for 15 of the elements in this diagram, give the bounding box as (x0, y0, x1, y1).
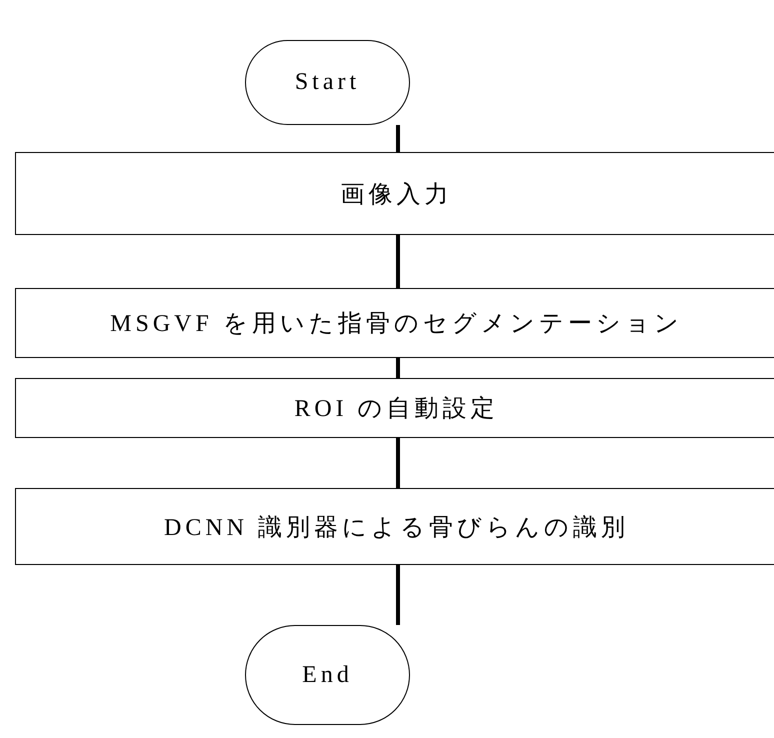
process-box (15, 152, 774, 235)
step-label: MSGVF を用いた指骨のセグメンテーション (110, 310, 683, 339)
process-box (15, 378, 774, 438)
connector-line (396, 235, 400, 288)
process-box (15, 488, 774, 565)
connector-line (396, 358, 400, 378)
connector-line (396, 438, 400, 488)
connector-line (396, 565, 400, 625)
process-box (15, 288, 774, 358)
step-label: End (302, 662, 353, 688)
step-label: DCNN 識別器による骨びらんの識別 (164, 514, 629, 542)
step-label: Start (294, 69, 360, 96)
step-label: 画像入力 (340, 180, 452, 210)
step-label: ROI の自動設定 (294, 394, 499, 424)
connector-line (396, 125, 400, 152)
